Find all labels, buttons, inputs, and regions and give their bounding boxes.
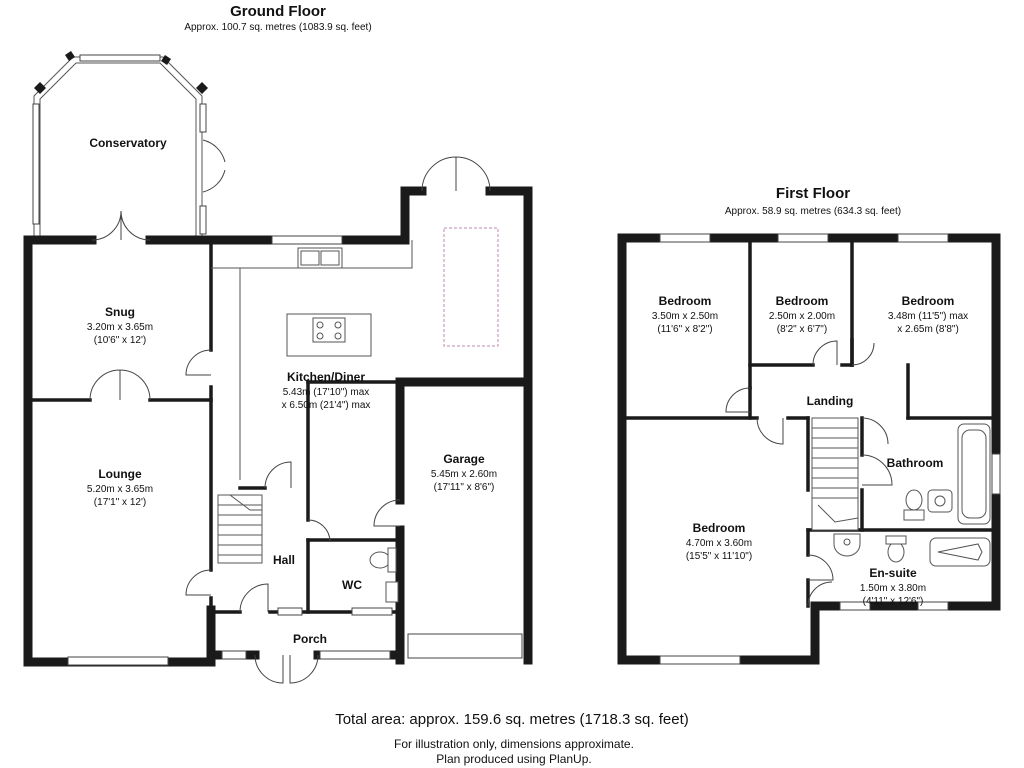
ground-floor-plan xyxy=(23,51,533,684)
ground-floor-stairs xyxy=(217,494,263,564)
room-label-bedroom-b: Bedroom xyxy=(776,294,829,308)
room-dim-garage-imperial: (17'11" x 8'6") xyxy=(434,482,495,493)
room-label-kitchen: Kitchen/Diner xyxy=(287,370,365,384)
room-label-hall: Hall xyxy=(273,553,295,567)
room-dim-kitchen-1: 5.43m (17'10") max xyxy=(283,387,370,398)
room-dim-bedroom-main-imperial: (15'5" x 11'10") xyxy=(686,551,752,562)
room-label-bedroom-main: Bedroom xyxy=(693,521,746,535)
room-dim-garage-metric: 5.45m x 2.60m xyxy=(431,469,497,480)
disclaimer-line-1: For illustration only, dimensions approx… xyxy=(394,737,634,751)
room-label-porch: Porch xyxy=(293,632,327,646)
room-label-bedroom-a: Bedroom xyxy=(659,294,712,308)
room-dim-bedroom-c-2: x 2.65m (8'8") xyxy=(897,324,959,335)
room-dim-snug-metric: 3.20m x 3.65m xyxy=(87,322,153,333)
room-dim-bedroom-main-metric: 4.70m x 3.60m xyxy=(686,538,752,549)
room-dim-kitchen-2: x 6.50m (21'4") max xyxy=(282,400,371,411)
ground-floor-area: Approx. 100.7 sq. metres (1083.9 sq. fee… xyxy=(184,22,371,33)
first-floor-plan xyxy=(617,233,1001,665)
room-dim-bedroom-a-imperial: (11'6" x 8'2") xyxy=(657,324,712,335)
garage-door xyxy=(407,633,523,659)
room-dim-bedroom-b-imperial: (8'2" x 6'7") xyxy=(777,324,827,335)
disclaimer-line-2: Plan produced using PlanUp. xyxy=(436,752,591,766)
first-floor-title: First Floor xyxy=(776,185,850,202)
room-dim-bedroom-a-metric: 3.50m x 2.50m xyxy=(652,311,718,322)
front-door xyxy=(254,654,319,684)
total-area: Total area: approx. 159.6 sq. metres (17… xyxy=(335,711,689,728)
lounge-window xyxy=(67,656,169,666)
room-label-snug: Snug xyxy=(105,305,135,319)
room-label-conservatory: Conservatory xyxy=(89,136,167,150)
conservatory-glazing xyxy=(32,51,226,240)
first-floor-area: Approx. 58.9 sq. metres (634.3 sq. feet) xyxy=(725,206,901,217)
kitchen-french-doors xyxy=(421,156,491,192)
room-label-landing: Landing xyxy=(807,394,854,408)
room-label-wc: WC xyxy=(342,578,362,592)
room-label-ensuite: En-suite xyxy=(869,566,917,580)
room-dim-bedroom-b-metric: 2.50m x 2.00m xyxy=(769,311,835,322)
room-dim-snug-imperial: (10'6" x 12') xyxy=(94,335,146,346)
room-dim-lounge-imperial: (17'1" x 12') xyxy=(94,497,146,508)
snug-french-doors xyxy=(91,210,151,241)
room-label-garage: Garage xyxy=(443,452,485,466)
room-dim-ensuite-imperial: (4'11" x 12'6") xyxy=(863,596,924,607)
lounge-double-doors xyxy=(89,369,151,401)
room-dim-ensuite-metric: 1.50m x 3.80m xyxy=(860,583,926,594)
room-dim-lounge-metric: 5.20m x 3.65m xyxy=(87,484,153,495)
kitchen-window xyxy=(271,235,343,245)
room-label-bathroom: Bathroom xyxy=(887,456,944,470)
ground-floor-title: Ground Floor xyxy=(230,3,326,20)
porch-window xyxy=(319,650,391,660)
room-label-lounge: Lounge xyxy=(98,467,142,481)
room-label-bedroom-c: Bedroom xyxy=(902,294,955,308)
room-dim-bedroom-c-1: 3.48m (11'5") max xyxy=(888,311,968,322)
roof-lantern xyxy=(443,227,499,347)
first-floor-stairs xyxy=(811,417,859,531)
